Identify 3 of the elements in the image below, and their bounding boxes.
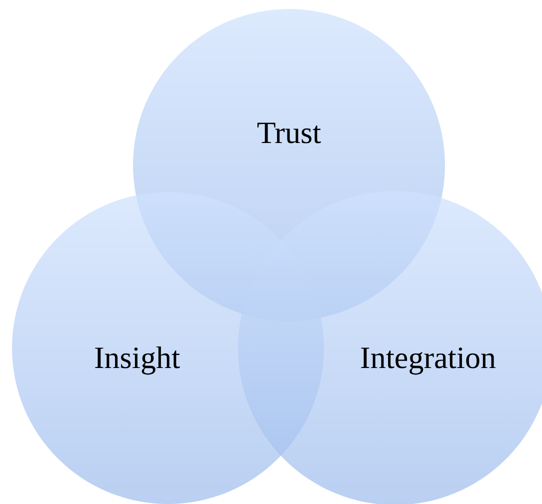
circle-label: Integration xyxy=(360,340,496,376)
circle-label: Insight xyxy=(94,340,180,376)
circle-label: Trust xyxy=(256,115,322,151)
